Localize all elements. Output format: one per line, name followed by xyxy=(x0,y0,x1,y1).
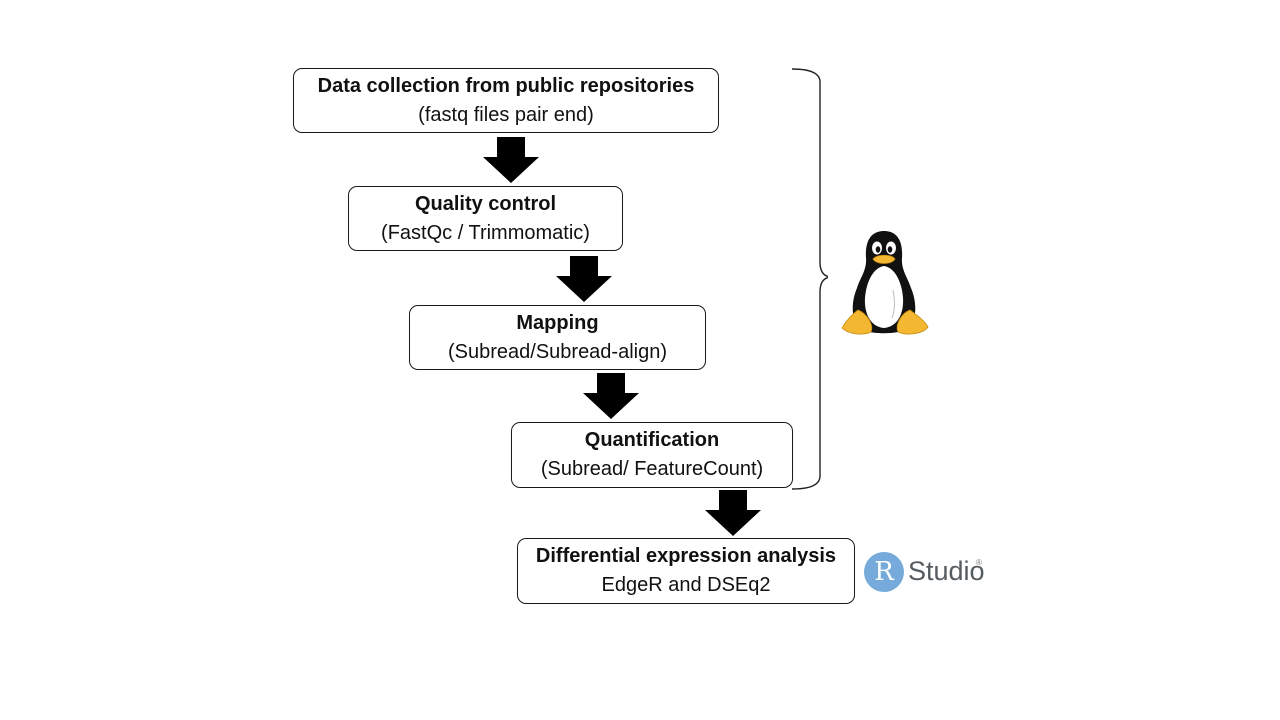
down-arrow-icon xyxy=(556,256,612,302)
step-subtitle: (FastQc / Trimmomatic) xyxy=(381,221,590,244)
step-title: Data collection from public repositories xyxy=(317,74,695,97)
step-title: Quantification xyxy=(584,429,720,451)
step-subtitle: EdgeR and DSEq2 xyxy=(601,574,771,596)
down-arrow-icon xyxy=(583,373,639,419)
step-mapping: Mapping (Subread/Subread-align) xyxy=(409,305,706,370)
rstudio-logo: R Studio ® xyxy=(864,550,988,594)
registered-mark: ® xyxy=(976,558,982,567)
rstudio-wordmark: Studio xyxy=(908,556,985,586)
step-quality-control: Quality control (FastQc / Trimmomatic) xyxy=(348,186,623,251)
rstudio-r-icon: R xyxy=(864,552,904,592)
step-title: Quality control xyxy=(414,192,557,215)
step-title: Mapping xyxy=(516,311,599,334)
tux-penguin-icon xyxy=(841,231,929,335)
step-subtitle: (Subread/Subread-align) xyxy=(447,340,668,363)
step-data-collection: Data collection from public repositories… xyxy=(293,68,719,133)
down-arrow-icon xyxy=(483,137,539,183)
step-differential-expression: Differential expression analysis EdgeR a… xyxy=(517,538,855,604)
step-quantification: Quantification (Subread/ FeatureCount) xyxy=(511,422,793,488)
step-subtitle: (Subread/ FeatureCount) xyxy=(540,458,764,480)
down-arrow-icon xyxy=(705,490,761,536)
right-brace-icon xyxy=(791,68,828,490)
step-subtitle: (fastq files pair end) xyxy=(418,103,594,126)
step-title: Differential expression analysis xyxy=(535,545,837,567)
